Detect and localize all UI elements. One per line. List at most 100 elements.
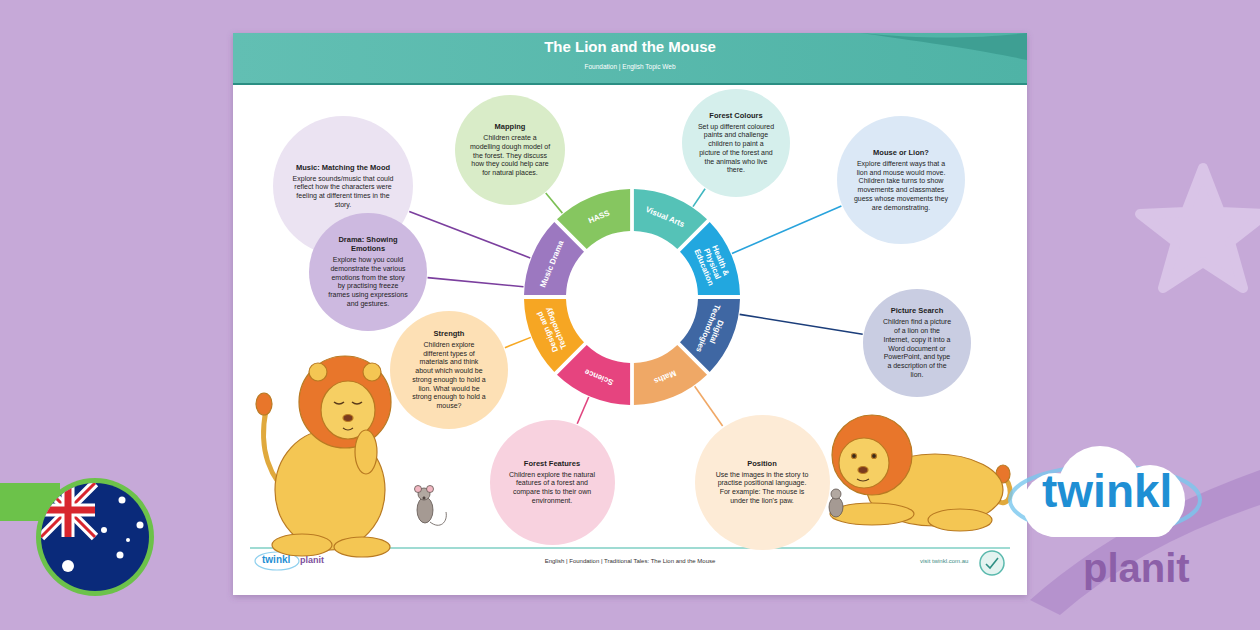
activity-heading: Position bbox=[712, 459, 812, 468]
activity-circle: MappingChildren create a modelling dough… bbox=[455, 95, 565, 205]
activity-circle: Picture SearchChildren find a picture of… bbox=[863, 289, 971, 397]
segment-shape bbox=[524, 189, 740, 405]
activity-heading: Mapping bbox=[469, 122, 550, 131]
segment-shape bbox=[524, 189, 740, 405]
connector-line bbox=[695, 386, 723, 426]
activity-body: Children find a picture of a lion on the… bbox=[883, 318, 951, 379]
circle-text: Music: Matching the MoodExplore sounds/m… bbox=[291, 163, 395, 210]
footer-logo-text: planit bbox=[300, 556, 324, 565]
connector-line bbox=[428, 278, 524, 287]
activity-body: Children explore different types of mate… bbox=[412, 341, 486, 411]
subject-segment: HASS bbox=[524, 189, 740, 405]
subject-segment: Visual Arts bbox=[524, 189, 740, 405]
activity-circle: PositionUse the images in the story to p… bbox=[695, 415, 830, 550]
segment-arc bbox=[524, 299, 584, 372]
segment-shape bbox=[524, 189, 740, 405]
subject-label: Health & Physical Education bbox=[688, 231, 736, 297]
activity-body: Set up different coloured paints and cha… bbox=[698, 123, 775, 176]
subject-segment: Digital Technologies bbox=[524, 189, 740, 405]
subject-segment: Music Drama bbox=[524, 189, 740, 405]
activity-circle: Drama: Showing EmotionsExplore how you c… bbox=[309, 213, 427, 331]
subject-label: Music Drama bbox=[536, 234, 567, 293]
connector-line bbox=[546, 193, 563, 213]
subject-label: Maths bbox=[636, 362, 695, 393]
circle-text: Mouse or Lion? Explore different ways tha… bbox=[854, 148, 949, 213]
logo-text: planit bbox=[1083, 548, 1190, 588]
subject-label: Science bbox=[569, 362, 628, 393]
activity-heading: Drama: Showing Emotions bbox=[327, 235, 408, 253]
activity-heading: Picture Search bbox=[883, 306, 951, 315]
activity-body: Explore different ways that a lion and m… bbox=[854, 160, 949, 213]
activity-circle: Forest ColoursSet up different coloured … bbox=[682, 89, 790, 197]
activity-circle: Forest FeaturesChildren explore the natu… bbox=[490, 420, 615, 545]
footer-logo-text: twinkl bbox=[262, 555, 290, 565]
segment-arc bbox=[680, 299, 740, 372]
connector-line bbox=[577, 397, 589, 424]
logo-cloud bbox=[1023, 446, 1185, 537]
subject-label: Visual Arts bbox=[636, 201, 695, 232]
circle-text: Forest ColoursSet up different coloured … bbox=[698, 111, 775, 176]
segment-shape bbox=[524, 189, 740, 405]
flag-ring bbox=[36, 478, 154, 596]
segment-shape bbox=[524, 189, 740, 405]
circle-text: Picture SearchChildren find a picture of… bbox=[883, 306, 951, 379]
segment-arc bbox=[524, 222, 584, 295]
connector-line bbox=[732, 206, 841, 254]
activity-circle: StrengthChildren explore different types… bbox=[390, 311, 508, 429]
footer-link: visit twinkl.com.au bbox=[920, 558, 968, 564]
circle-text: Forest FeaturesChildren explore the natu… bbox=[506, 459, 599, 506]
connector-line bbox=[693, 189, 705, 207]
subject-segment: Maths bbox=[524, 189, 740, 405]
activity-body: Explore sounds/music that could reflect … bbox=[291, 175, 395, 210]
subject-segment: Health & Physical Education bbox=[524, 189, 740, 405]
header-band bbox=[233, 33, 1027, 83]
circle-text: StrengthChildren explore different types… bbox=[412, 329, 486, 411]
circle-text: Drama: Showing EmotionsExplore how you c… bbox=[327, 235, 408, 309]
connector-line bbox=[505, 337, 531, 347]
activity-body: Children create a modelling dough model … bbox=[469, 134, 550, 178]
subject-label: Digital Technologies bbox=[692, 299, 732, 361]
segment-shape bbox=[524, 189, 740, 405]
segment-arc bbox=[557, 189, 630, 249]
logo-text: twinkl bbox=[1042, 468, 1172, 514]
subject-segment: Science bbox=[524, 189, 740, 405]
footer-text: English | Foundation | Traditional Tales… bbox=[545, 558, 716, 564]
segment-shape bbox=[524, 189, 740, 405]
quality-badge bbox=[980, 551, 1004, 575]
activity-heading: Strength bbox=[412, 329, 486, 338]
segment-arc bbox=[634, 189, 707, 249]
poster-title: The Lion and the Mouse bbox=[544, 38, 716, 55]
connector-line bbox=[740, 314, 863, 334]
star-shape bbox=[1140, 168, 1260, 288]
subject-label: Design and Technology bbox=[532, 299, 572, 361]
sitting-lion bbox=[256, 356, 391, 557]
segment-arc bbox=[634, 345, 707, 405]
badge-tick bbox=[986, 558, 998, 568]
activity-body: Explore how you could demonstrate the va… bbox=[327, 256, 408, 309]
connector-line bbox=[409, 211, 530, 257]
activity-heading: Forest Colours bbox=[698, 111, 775, 120]
lying-lion bbox=[829, 415, 1010, 531]
poster-card bbox=[233, 33, 1027, 595]
header-wave bbox=[860, 33, 1027, 60]
activity-body: Use the images in the story to practise … bbox=[712, 471, 812, 506]
activity-heading: Forest Features bbox=[506, 459, 599, 468]
activity-circle: Mouse or Lion? Explore different ways tha… bbox=[837, 116, 965, 244]
activity-heading: Music: Matching the Mood bbox=[291, 163, 395, 172]
activity-heading: Mouse or Lion? bbox=[854, 148, 949, 157]
circle-text: PositionUse the images in the story to p… bbox=[712, 459, 812, 506]
mouse bbox=[415, 486, 447, 526]
segment-arc bbox=[680, 222, 740, 295]
subject-segment: Design and Technology bbox=[524, 189, 740, 405]
segment-shape bbox=[524, 189, 740, 405]
subject-label: HASS bbox=[569, 201, 628, 232]
circle-text: MappingChildren create a modelling dough… bbox=[469, 122, 550, 178]
activity-body: Children explore the natural features of… bbox=[506, 471, 599, 506]
australian-flag bbox=[35, 477, 155, 597]
subtitle: Foundation | English Topic Web bbox=[584, 64, 675, 71]
segment-arc bbox=[557, 345, 630, 405]
header-rule bbox=[233, 83, 1027, 85]
